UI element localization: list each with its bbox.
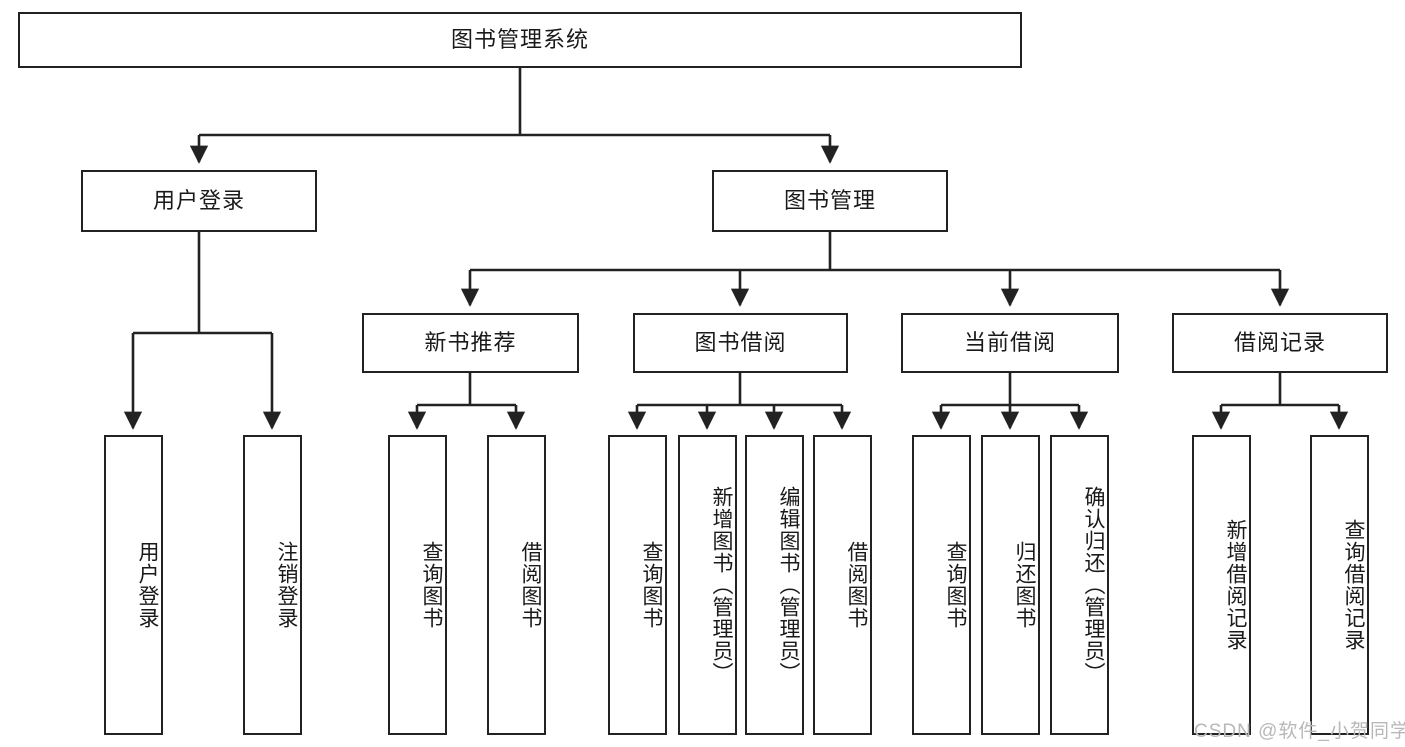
node-root-book-management-system[interactable]: 图书管理系统 bbox=[18, 12, 1022, 68]
leaf-book-borrow-query[interactable]: 查询图书 bbox=[608, 435, 667, 735]
leaf-book-borrow-borrow[interactable]: 借阅图书 bbox=[813, 435, 872, 735]
node-label: 确认归还（管理员） bbox=[1082, 486, 1105, 684]
node-label: 新书推荐 bbox=[424, 329, 517, 355]
leaf-current-borrow-return[interactable]: 归还图书 bbox=[981, 435, 1040, 735]
node-label: 借阅图书 bbox=[845, 541, 868, 629]
leaf-borrow-records-query[interactable]: 查询借阅记录 bbox=[1310, 435, 1369, 735]
node-label: 当前借阅 bbox=[963, 329, 1056, 355]
node-book-management[interactable]: 图书管理 bbox=[712, 170, 948, 232]
leaf-current-borrow-query[interactable]: 查询图书 bbox=[912, 435, 971, 735]
node-new-book-recommend[interactable]: 新书推荐 bbox=[362, 313, 579, 373]
node-label: 查询借阅记录 bbox=[1342, 519, 1365, 651]
leaf-book-borrow-edit-admin[interactable]: 编辑图书（管理员） bbox=[745, 435, 804, 735]
node-label: 图书管理 bbox=[783, 187, 876, 213]
node-label: 注销登录 bbox=[275, 541, 298, 629]
node-label: 图书管理系统 bbox=[450, 26, 589, 52]
node-label: 借阅记录 bbox=[1233, 329, 1326, 355]
node-label: 编辑图书（管理员） bbox=[777, 486, 800, 684]
leaf-new-book-borrow[interactable]: 借阅图书 bbox=[487, 435, 546, 735]
node-label: 用户登录 bbox=[136, 541, 159, 629]
node-label: 新增借阅记录 bbox=[1224, 519, 1247, 651]
node-user-login[interactable]: 用户登录 bbox=[81, 170, 317, 232]
node-label: 查询图书 bbox=[944, 541, 967, 629]
node-label: 用户登录 bbox=[152, 187, 245, 213]
node-label: 图书借阅 bbox=[694, 329, 787, 355]
node-label: 借阅图书 bbox=[519, 541, 542, 629]
node-label: 新增图书（管理员） bbox=[710, 486, 733, 684]
leaf-user-login-login[interactable]: 用户登录 bbox=[104, 435, 163, 735]
node-label: 查询图书 bbox=[420, 541, 443, 629]
leaf-user-login-logout[interactable]: 注销登录 bbox=[243, 435, 302, 735]
watermark: CSDN @软件_小贺同学 bbox=[1194, 721, 1405, 742]
leaf-borrow-records-add[interactable]: 新增借阅记录 bbox=[1192, 435, 1251, 735]
node-label: 查询图书 bbox=[640, 541, 663, 629]
node-current-borrow[interactable]: 当前借阅 bbox=[901, 313, 1119, 373]
leaf-current-borrow-confirm-admin[interactable]: 确认归还（管理员） bbox=[1050, 435, 1109, 735]
leaf-new-book-query[interactable]: 查询图书 bbox=[388, 435, 447, 735]
node-label: 归还图书 bbox=[1013, 541, 1036, 629]
node-borrow-records[interactable]: 借阅记录 bbox=[1172, 313, 1388, 373]
node-book-borrow[interactable]: 图书借阅 bbox=[633, 313, 848, 373]
leaf-book-borrow-add-admin[interactable]: 新增图书（管理员） bbox=[678, 435, 737, 735]
